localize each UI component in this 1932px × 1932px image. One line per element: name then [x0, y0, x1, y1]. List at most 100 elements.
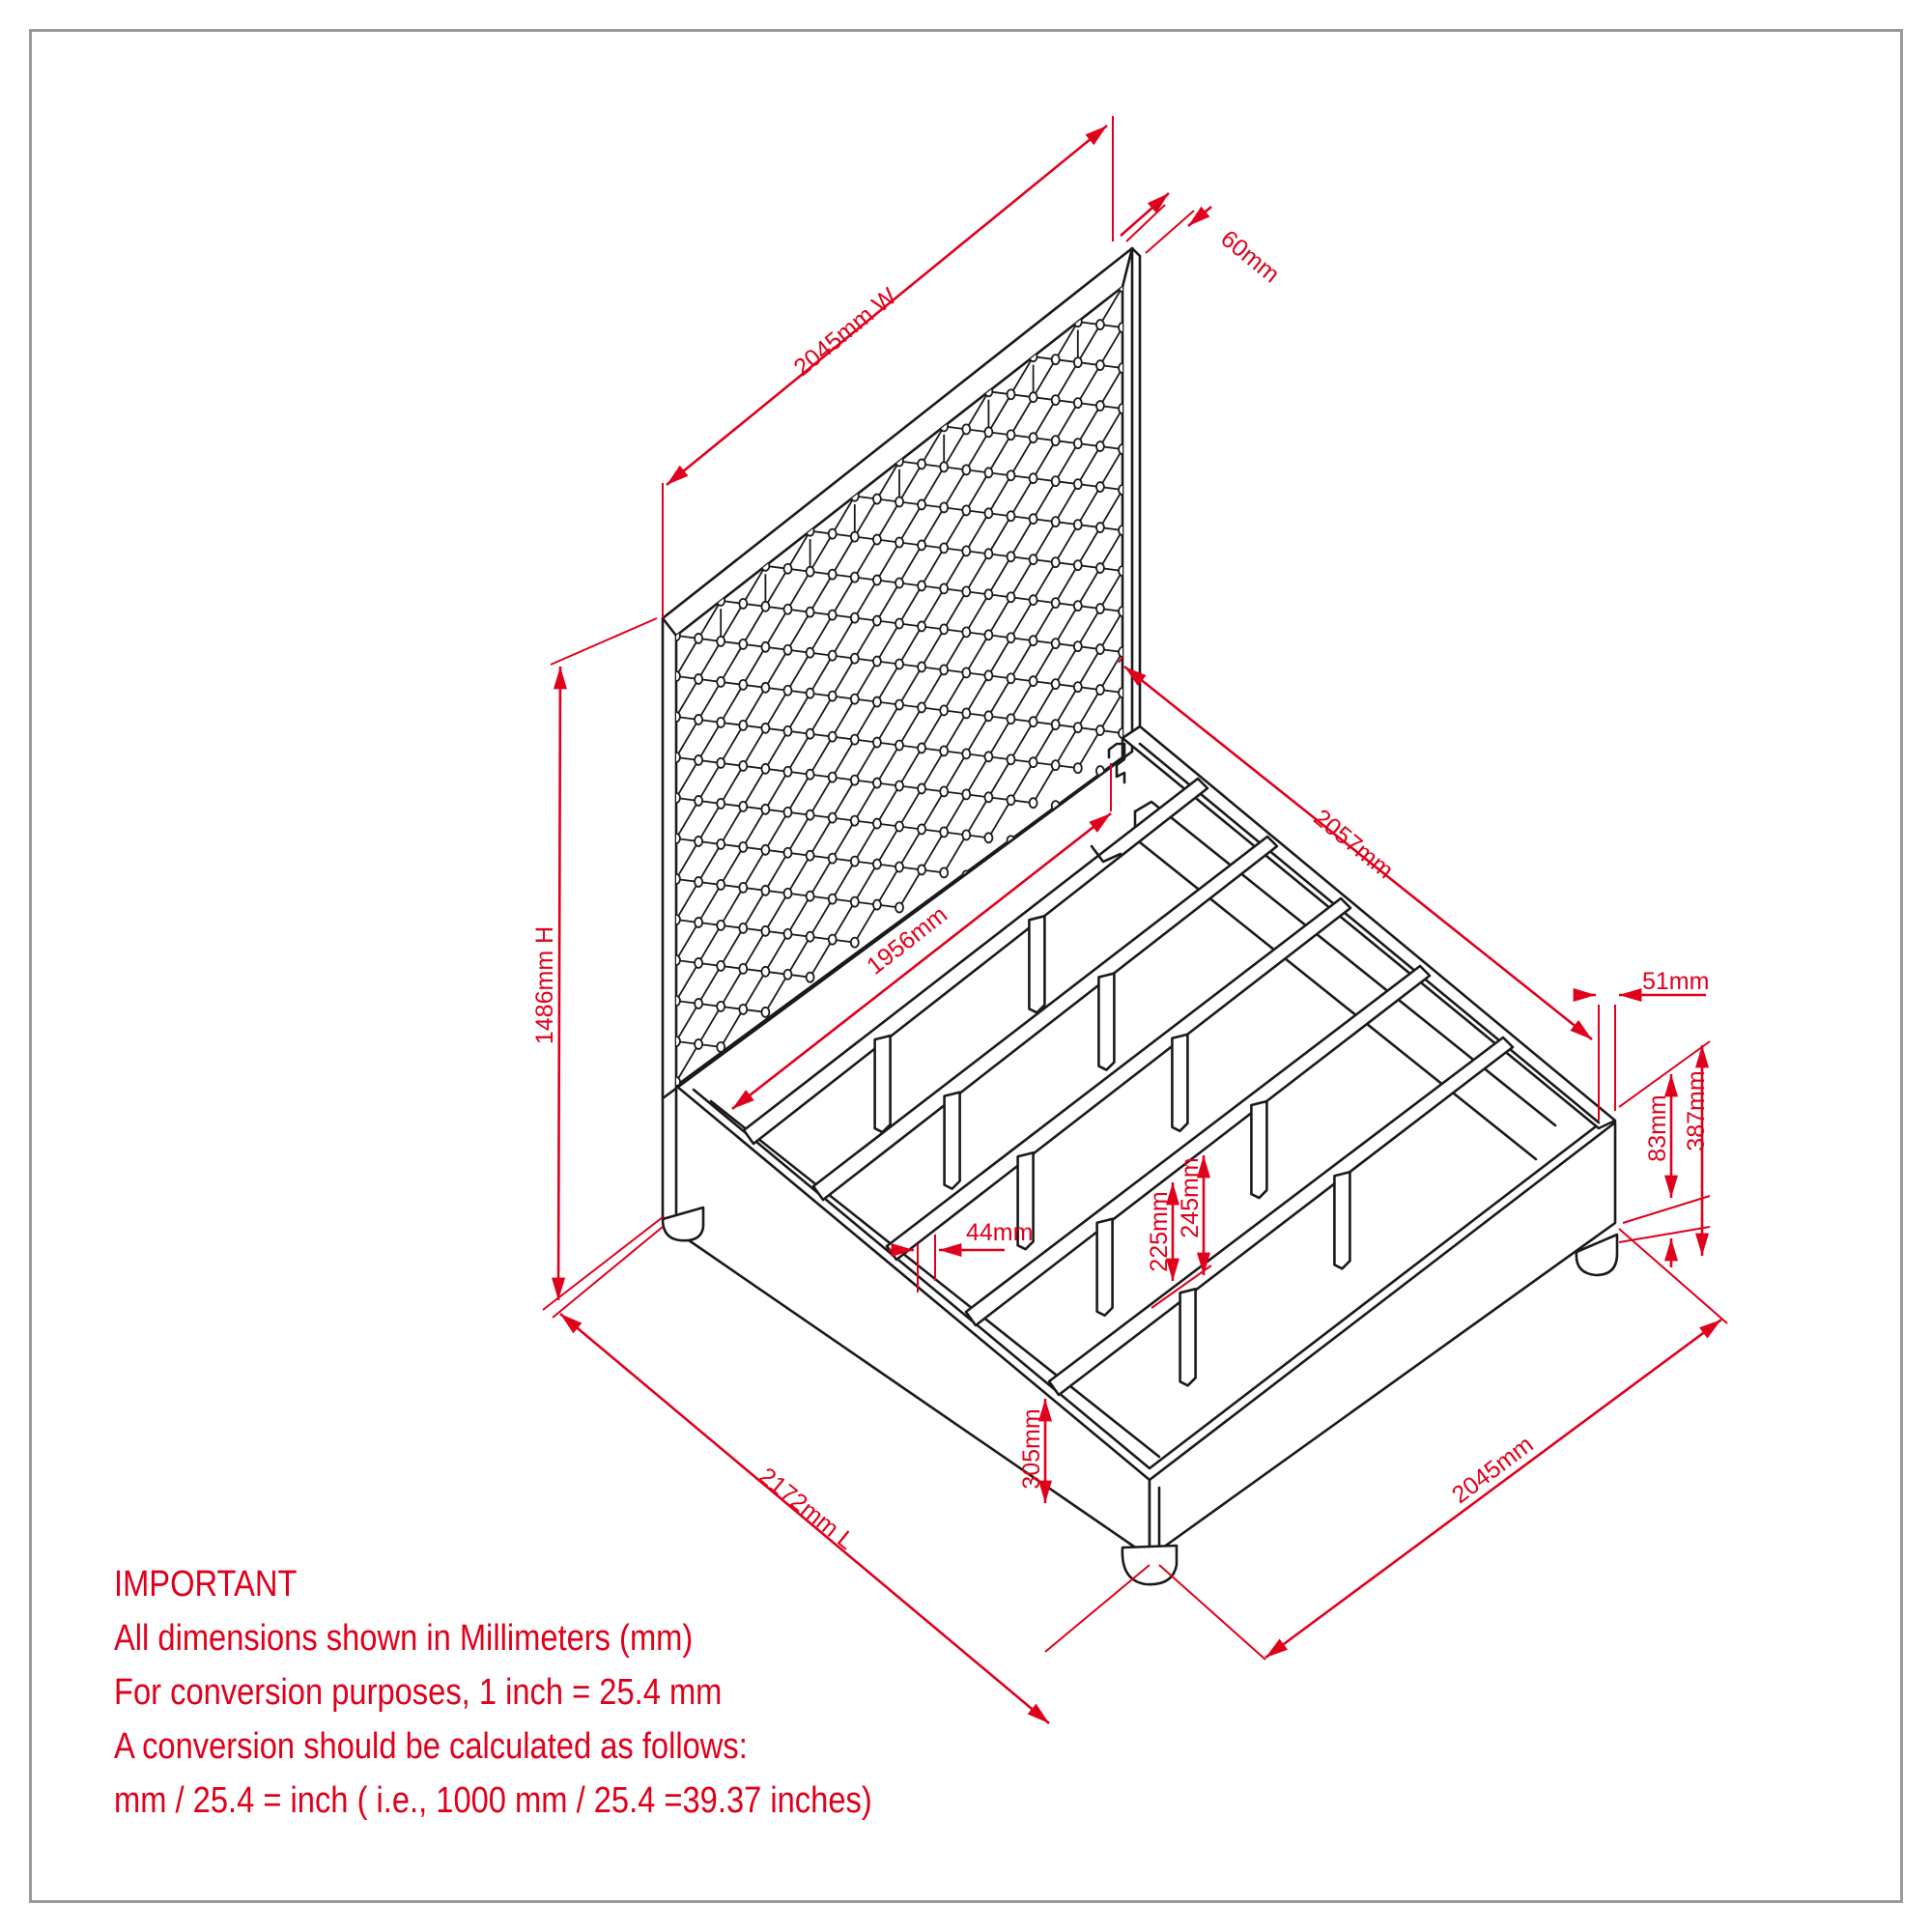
tuft-button: [1072, 722, 1083, 733]
tuft-button: [694, 917, 703, 928]
tuft-button: [805, 849, 815, 862]
tuft-button: [872, 614, 882, 627]
tuft-button: [676, 792, 681, 804]
tuft-button: [1095, 359, 1105, 371]
tuft-button: [849, 733, 860, 746]
tuft-button: [1028, 716, 1038, 728]
tuft-button: [917, 864, 926, 876]
label-side-rail-length: 2057mm: [1308, 804, 1398, 884]
tuft-button: [805, 890, 815, 902]
slat-support-leg: [1028, 915, 1046, 1014]
slat-support-leg: [1333, 1170, 1351, 1270]
tuft-button: [760, 803, 771, 815]
tuft-button: [1006, 794, 1016, 807]
tuft-button: [917, 498, 926, 511]
tuft-button: [983, 832, 994, 844]
tuft-button: [961, 464, 972, 476]
tuft-button: [939, 704, 950, 717]
tuft-button: [849, 855, 860, 867]
tuft-button: [827, 730, 838, 743]
tuft-button: [872, 777, 882, 789]
tuft-button: [961, 504, 972, 517]
tuft-button: [895, 577, 904, 589]
tuft-button: [939, 826, 950, 838]
tuft-button: [805, 565, 815, 578]
tuft-button: [872, 493, 882, 505]
tuft-button: [939, 501, 950, 514]
label-height: 1486mm H: [531, 926, 558, 1044]
tuft-button: [1072, 600, 1083, 611]
tuft-button: [1141, 488, 1149, 497]
tuft-button: [983, 426, 994, 439]
tuft-button: [738, 719, 749, 731]
bed-legs: [661, 1206, 1619, 1586]
tufting-seam: [1077, 321, 1122, 385]
tuft-button: [1118, 362, 1122, 374]
tuft-button: [760, 681, 771, 694]
leg-back-left: [661, 1206, 705, 1242]
tuft-button: [1072, 478, 1083, 491]
tuft-button: [983, 710, 994, 723]
tuft-button: [738, 800, 749, 812]
tuft-button: [1072, 762, 1083, 774]
tuft-button: [1028, 594, 1038, 607]
tuft-button: [1028, 554, 1038, 566]
tufting-seam: [51, 740, 542, 1570]
tuft-button: [694, 1038, 703, 1050]
tuft-button: [849, 530, 860, 543]
tufting-seam: [676, 600, 722, 1086]
tuft-button: [849, 814, 860, 827]
tuft-button: [1095, 400, 1105, 412]
tuft-button: [849, 693, 860, 705]
label-rail-thickness: 51mm: [1642, 968, 1709, 995]
tuft-button: [782, 1009, 793, 1021]
tuft-button: [872, 858, 882, 870]
tuft-button: [1028, 635, 1038, 647]
headboard: [661, 246, 1142, 1100]
tuft-button: [1028, 756, 1038, 769]
tuft-button: [1095, 603, 1105, 614]
tuft-button: [1072, 356, 1083, 369]
tuft-button: [1118, 606, 1122, 617]
tuft-button: [895, 861, 904, 873]
tuft-button: [827, 811, 838, 824]
tuft-button: [760, 640, 771, 653]
tuft-button: [1006, 632, 1016, 644]
tuft-button: [849, 611, 860, 624]
tuft-button: [716, 676, 726, 688]
tufting-seam: [898, 287, 1122, 908]
tuft-button: [676, 914, 681, 925]
tuft-button: [983, 751, 994, 763]
tuft-button: [895, 901, 904, 914]
tuft-button: [827, 933, 838, 946]
tuft-button: [694, 673, 703, 685]
tuft-button: [676, 711, 681, 723]
tuft-button: [895, 780, 904, 792]
tuft-button: [1141, 691, 1149, 700]
notes-line-4: mm / 25.4 = inch ( i.e., 1000 mm / 25.4 …: [114, 1780, 872, 1821]
tuft-button: [676, 833, 681, 844]
tuft-button: [1050, 597, 1061, 610]
tuft-button: [849, 895, 860, 908]
tuft-button: [1118, 484, 1122, 496]
tuft-button: [1006, 469, 1016, 482]
tuft-button: [1050, 475, 1061, 488]
tuft-button: [1095, 522, 1105, 533]
slat-support-leg: [1016, 1151, 1035, 1251]
tuft-button: [961, 707, 972, 720]
tuft-button: [694, 836, 703, 847]
tuft-button: [760, 843, 771, 856]
tuft-button: [738, 678, 749, 691]
tuft-button: [961, 667, 972, 679]
tufting-seam: [676, 565, 767, 1086]
dimension-lines: [542, 116, 1728, 1724]
tuft-button: [676, 670, 681, 682]
tufting-seam: [1077, 287, 1122, 769]
tuft-button: [1118, 565, 1122, 577]
tuft-button: [1141, 528, 1149, 538]
tuft-button: [1006, 388, 1016, 401]
tuft-button: [961, 829, 972, 841]
tufting-seam: [1569, 0, 1932, 1]
tuft-button: [716, 757, 726, 769]
